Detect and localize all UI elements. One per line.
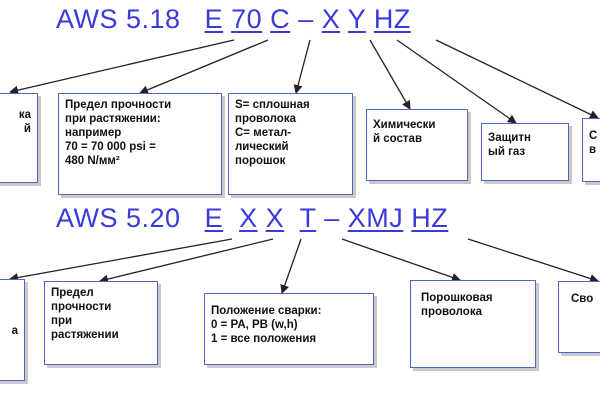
code-part-y: Y (347, 4, 366, 34)
arrow-hz-top (435, 39, 599, 119)
arrow-70 (139, 39, 269, 95)
code-part-hz-bottom: HZ (411, 203, 449, 233)
code-part-x1: X (239, 203, 258, 233)
code-aws-5-20: AWS 5.20 E X X T – XMJ HZ (56, 203, 448, 234)
arrow-e-top (9, 39, 235, 95)
box-bottom-position: Положение сварки: 0 = PA, PB (w,h) 1 = в… (204, 293, 374, 365)
code-dash-top: – (298, 4, 314, 34)
arrow-x2 (280, 238, 302, 294)
box-top-6: С в (582, 118, 600, 182)
box-bottom-1: а (0, 279, 25, 381)
code-standard-bottom: AWS 5.20 (56, 203, 181, 233)
box-top-gas: Защитн ый газ (481, 123, 569, 181)
code-part-xmj: XMJ (347, 203, 404, 233)
code-part-hz-top: HZ (373, 4, 411, 34)
box-top-chemistry: Химически й состав (366, 109, 468, 181)
box-bottom-5: Сво (558, 281, 600, 353)
code-part-e-bottom: E (204, 203, 224, 233)
code-part-x-top: X (321, 4, 341, 34)
arrow-x1 (99, 238, 274, 284)
code-part-c: C (270, 4, 291, 34)
code-part-t: T (299, 203, 317, 233)
arrow-t (341, 238, 461, 282)
arrow-e-bottom (9, 238, 233, 283)
arrow-x-top (369, 39, 411, 110)
box-top-tensile: Предел прочности при растяжении: наприме… (58, 93, 222, 195)
code-part-x2: X (265, 203, 285, 233)
arrow-hz-bottom (467, 238, 599, 283)
arrow-y (396, 39, 517, 124)
box-bottom-flux-cored: Порошковая проволока (410, 280, 536, 368)
code-aws-5-18: AWS 5.18 E 70 C – X Y HZ (56, 4, 411, 35)
box-bottom-tensile: Предел прочности при растяжении (44, 281, 158, 365)
code-part-e-top: E (204, 4, 224, 34)
arrow-c (293, 39, 311, 94)
code-standard-top: AWS 5.18 (56, 4, 181, 34)
code-dash-bottom: – (324, 203, 340, 233)
code-part-70: 70 (231, 4, 263, 34)
box-top-wire-type: S= сплошная проволока C= метал- лический… (228, 93, 353, 195)
box-top-1: ка й (0, 93, 38, 183)
